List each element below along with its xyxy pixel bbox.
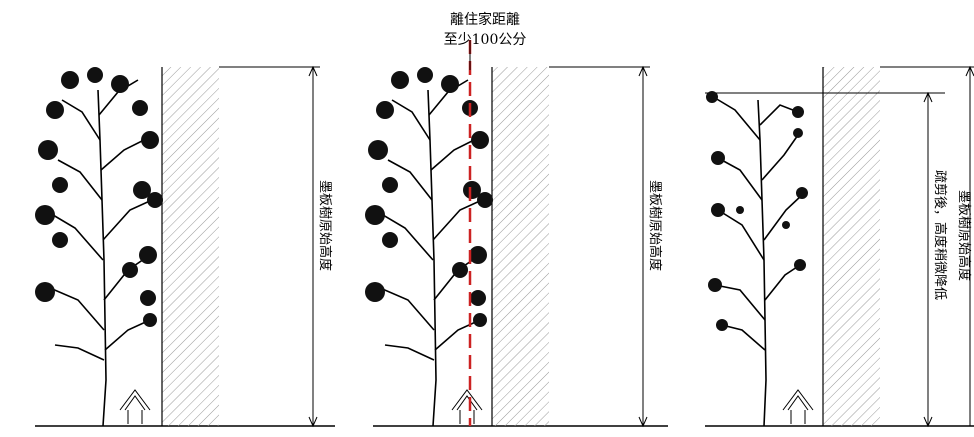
tree-icon: [709, 94, 803, 427]
house-symbol-icon: [782, 389, 814, 424]
panel-1-height-label: 墨板樹原始高度: [317, 180, 333, 271]
tree-foliage: [365, 67, 493, 327]
wall-hatched: [823, 67, 880, 426]
height-dimension-arrow-icon: [923, 91, 933, 428]
wall-hatched: [162, 67, 219, 426]
panel-3: [705, 65, 974, 428]
panel-2-height-label: 墨板樹原始高度: [647, 180, 663, 271]
tree-icon: [47, 79, 153, 427]
panel-1: [35, 65, 335, 428]
house-symbol-icon: [119, 389, 151, 424]
panel-2: [365, 40, 668, 428]
panel-3-height-label: 墨板樹原始高度: [956, 190, 972, 281]
tree-foliage: [35, 67, 163, 327]
distance-annotation-line1: 離住家距離: [450, 12, 520, 28]
height-dimension-arrow-icon: [308, 65, 318, 428]
tree-icon: [377, 79, 483, 427]
distance-annotation-line2: 至少100公分: [443, 32, 527, 48]
house-symbol-icon: [451, 389, 483, 424]
height-dimension-arrow-icon: [638, 65, 648, 428]
wall-hatched: [492, 67, 549, 426]
tree-foliage: [706, 91, 808, 331]
height-dimension-arrow-icon: [965, 65, 974, 426]
distance-annotation: 離住家距離 至少100公分: [425, 10, 545, 50]
panel-3-reduced-label: 疏剪後，高度稍微降低: [932, 170, 948, 300]
